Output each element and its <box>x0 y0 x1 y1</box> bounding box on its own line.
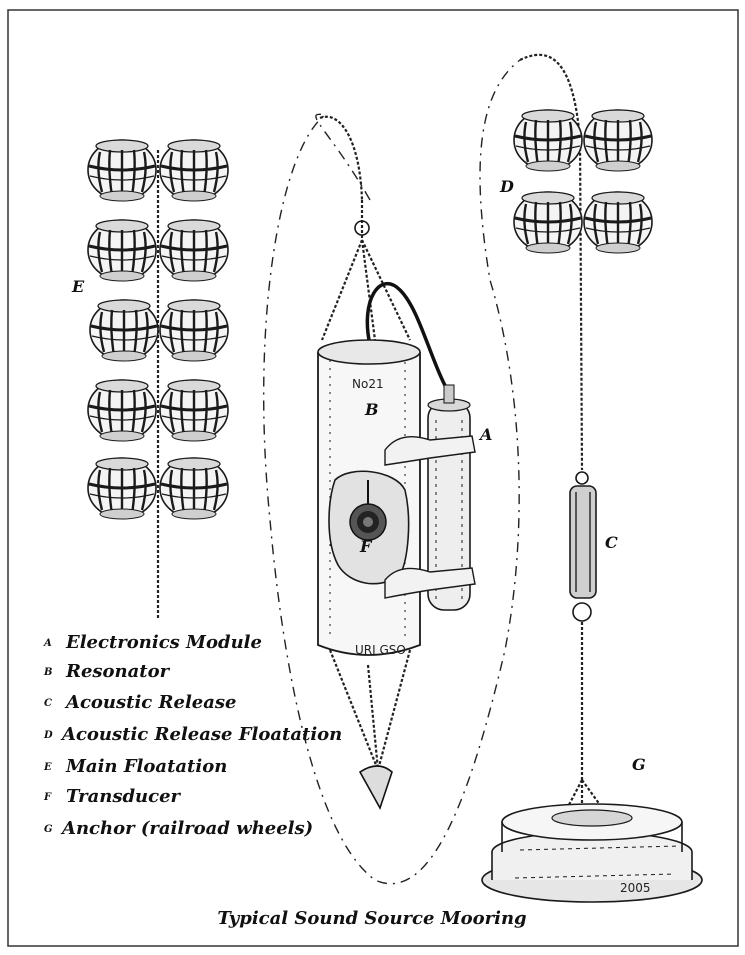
acoustic-release-floatation <box>514 55 652 470</box>
tag-b: B <box>364 400 379 419</box>
svg-text:C: C <box>44 698 52 709</box>
legend-item-g: G Anchor (railroad wheels) <box>44 818 313 839</box>
anchor-marking-bottom: 2005 <box>620 881 651 895</box>
legend-item-f: F Transducer <box>43 786 182 807</box>
svg-text:B: B <box>43 667 52 678</box>
svg-text:Electronics Module: Electronics Module <box>65 632 262 653</box>
svg-text:G: G <box>44 824 53 835</box>
acoustic-release <box>570 472 596 780</box>
tag-e: E <box>71 277 85 296</box>
anchor <box>482 780 702 902</box>
chain-top-left <box>320 117 362 200</box>
resonator-marking-bottom: URI GSO <box>355 643 406 657</box>
legend-item-a: A Electronics Module <box>43 632 262 653</box>
tag-c: C <box>605 533 618 552</box>
tag-d: D <box>499 177 514 196</box>
svg-text:Transducer: Transducer <box>66 786 182 807</box>
svg-text:Acoustic Release: Acoustic Release <box>64 692 236 713</box>
resonator-marking-top: No21 <box>352 377 384 391</box>
legend-item-c: C Acoustic Release <box>44 692 236 713</box>
svg-text:A: A <box>43 638 52 649</box>
legend-item-e: E Main Floatation <box>43 756 227 777</box>
legend-item-b: B Resonator <box>43 661 171 682</box>
diagram-caption: Typical Sound Source Mooring <box>217 908 526 929</box>
svg-text:Anchor (railroad wheels): Anchor (railroad wheels) <box>60 818 313 839</box>
svg-text:Resonator: Resonator <box>65 661 171 682</box>
svg-text:D: D <box>43 730 53 741</box>
tag-g: G <box>632 755 646 774</box>
svg-text:Main Floatation: Main Floatation <box>65 756 227 777</box>
svg-text:F: F <box>43 792 52 803</box>
legend: A Electronics Module B Resonator C Acous… <box>43 632 342 839</box>
legend-item-d: D Acoustic Release Floatation <box>43 724 342 745</box>
tag-f: F <box>359 537 373 556</box>
svg-text:E: E <box>43 762 52 773</box>
tag-a: A <box>478 425 492 444</box>
main-floatation <box>88 140 228 620</box>
svg-text:Acoustic Release Floatation: Acoustic Release Floatation <box>60 724 342 745</box>
